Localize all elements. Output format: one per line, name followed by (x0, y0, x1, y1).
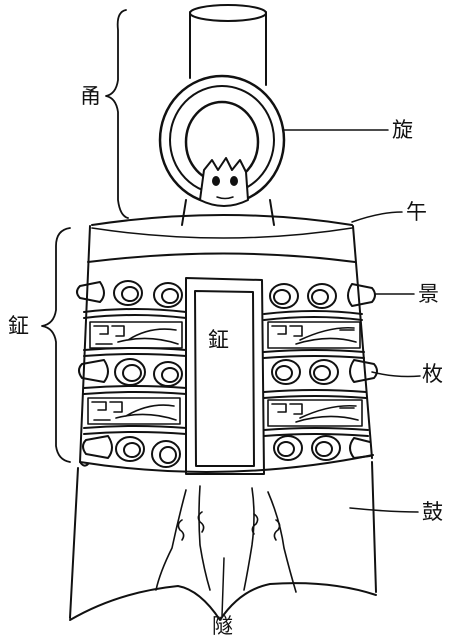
leader-wu (351, 211, 403, 223)
boss (273, 435, 303, 461)
label-zheng-side: 鉦 (8, 314, 29, 338)
label-wu: 午 (406, 200, 427, 224)
leader-lines (221, 129, 421, 617)
boss (309, 359, 339, 385)
shank (181, 4, 275, 226)
bell-body (69, 225, 377, 621)
boss (311, 435, 341, 461)
boss (153, 282, 183, 308)
boss (271, 359, 301, 385)
central-panel (185, 277, 265, 475)
label-zheng-center: 鉦 (208, 328, 229, 352)
label-gu: 鼓 (422, 500, 443, 524)
band-dividers-right (263, 310, 369, 437)
boss (82, 435, 113, 459)
band-dividers-left (83, 308, 187, 435)
boss (113, 280, 143, 306)
boss (114, 358, 146, 386)
decorative-bands (87, 321, 363, 427)
leader-sui (221, 557, 225, 617)
boss (269, 283, 299, 309)
label-yong: 甬 (80, 84, 101, 108)
boss (349, 437, 371, 459)
label-sui: 隧 (212, 614, 233, 638)
boss (115, 436, 145, 462)
label-jing: 景 (418, 282, 439, 306)
leader-mei (371, 371, 421, 378)
label-mei: 枚 (422, 362, 443, 386)
boss (307, 283, 337, 309)
boss (347, 283, 376, 307)
striking-veins (155, 485, 297, 593)
label-xuan: 旋 (392, 118, 413, 142)
brace-zheng (41, 227, 71, 463)
animal-face-ornament (199, 157, 249, 207)
boss (78, 359, 109, 383)
boss (76, 281, 105, 303)
bosses (76, 280, 378, 468)
boss (153, 361, 183, 387)
brace-shank (105, 9, 129, 219)
bell-top (91, 214, 353, 239)
boss (349, 359, 378, 383)
leader-gu (349, 507, 419, 513)
